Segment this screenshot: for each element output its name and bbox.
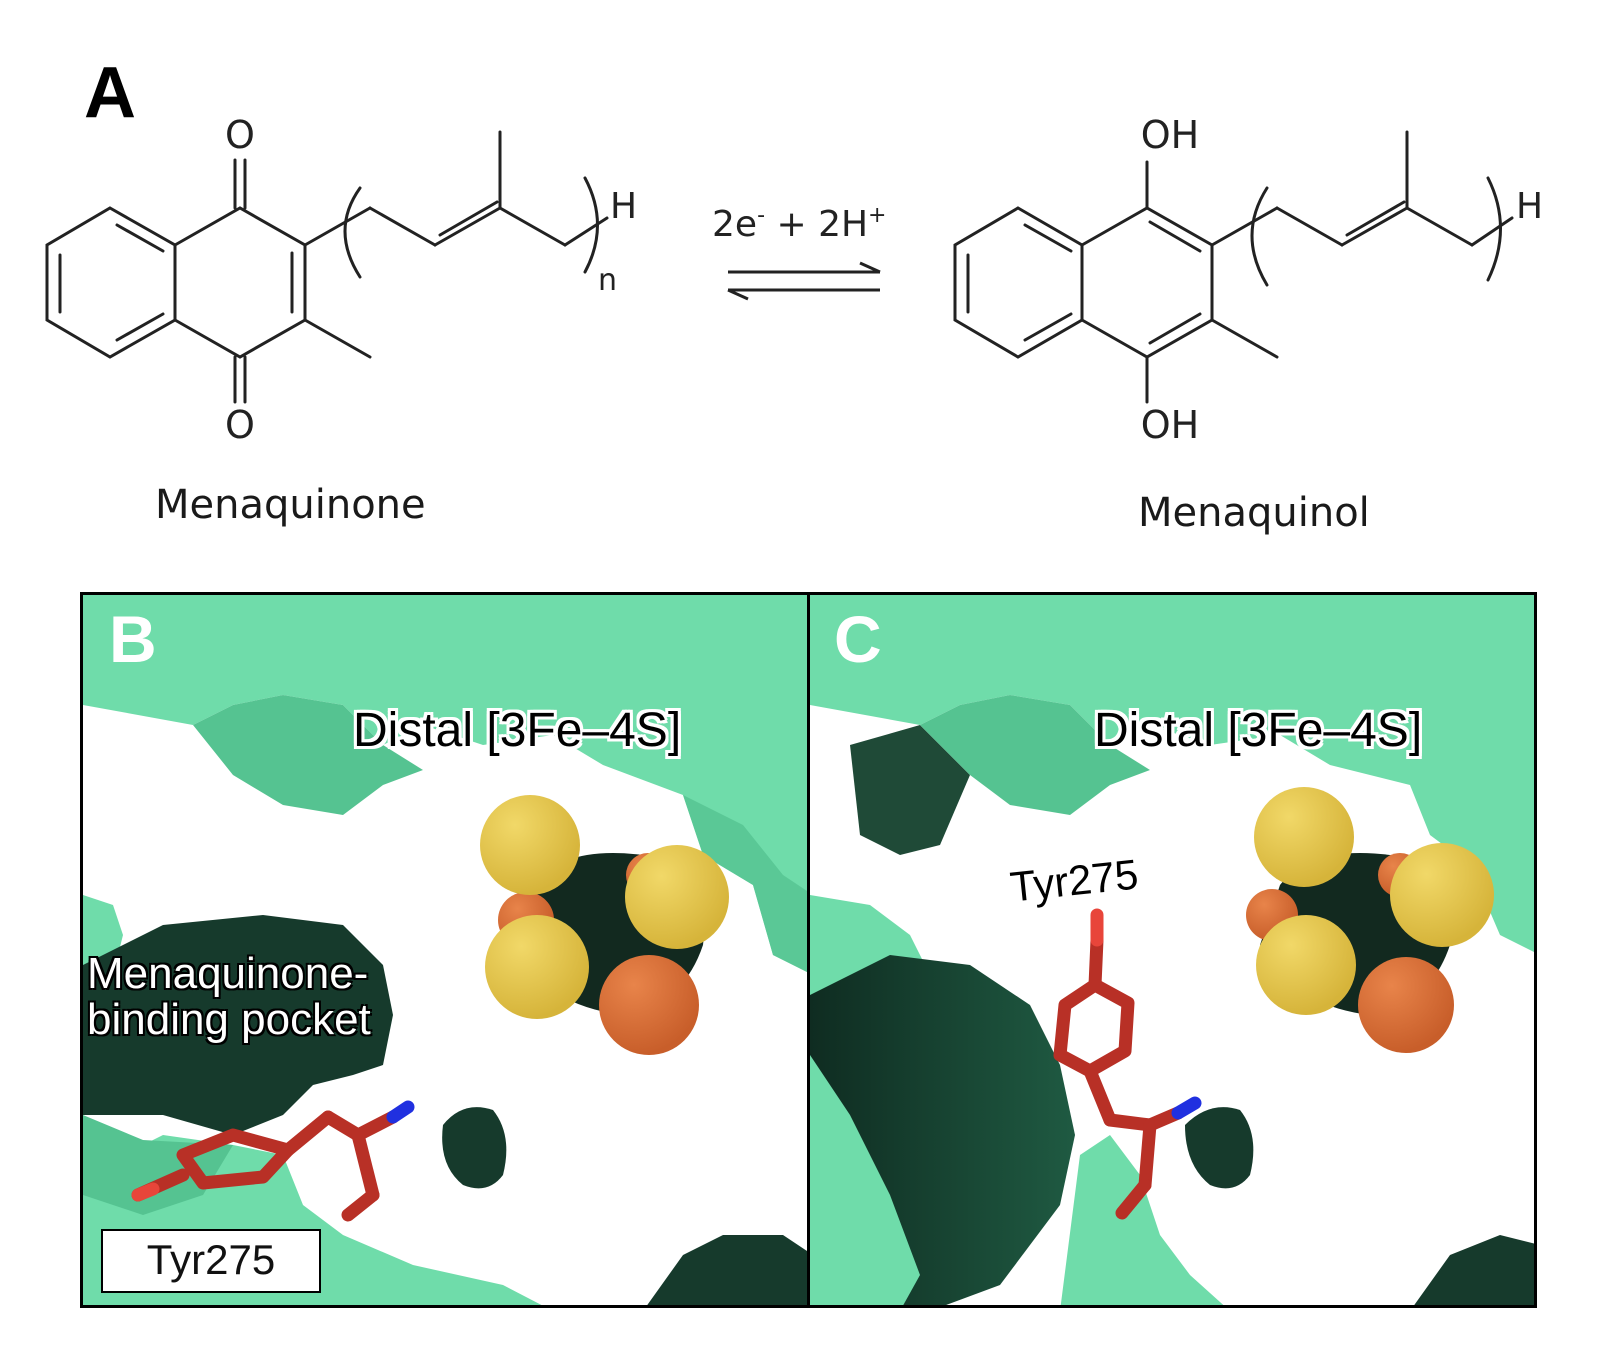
oxygen-stick	[131, 1182, 160, 1202]
menaquinol-name: Menaquinol	[1138, 490, 1370, 536]
tyr275-sticks	[131, 1110, 400, 1222]
menaquinone-repeat-n: n	[598, 263, 617, 298]
menaquinol-chain-h: H	[1516, 186, 1543, 227]
sulfur-atom	[1390, 843, 1494, 947]
panel-a-reaction-scheme: O O H n 2e- + 2H+ OH OH H	[45, 113, 1543, 447]
menaquinone-bottom-oxygen: O	[225, 403, 255, 447]
panel-a-letter: A	[84, 53, 136, 133]
panel-c-surface-render	[810, 595, 1534, 1305]
panel-b-surface-render	[83, 595, 807, 1305]
panel-c-letter: C	[834, 602, 882, 676]
menaquinone-name: Menaquinone	[155, 482, 426, 528]
menaquinol-top-hydroxyl: OH	[1141, 113, 1199, 157]
iron-atom	[1358, 957, 1454, 1053]
sulfur-atom	[485, 915, 589, 1019]
panel-b-pocket-label: Menaquinone- binding pocket	[87, 951, 371, 1043]
pocket-label-line1: Menaquinone-	[87, 949, 369, 998]
menaquinone-top-oxygen: O	[225, 113, 255, 157]
sulfur-atom	[1256, 915, 1356, 1015]
menaquinol-structure	[953, 130, 1514, 404]
iron-atom	[599, 955, 699, 1055]
nitrogen-stick	[1171, 1096, 1202, 1120]
reaction-electrons-protons: 2e- + 2H+	[712, 203, 886, 245]
panel-b-tyr275-label: Tyr275	[101, 1229, 321, 1293]
menaquinone-structure	[45, 130, 609, 404]
sulfur-atom	[1254, 787, 1354, 887]
nitrogen-stick	[386, 1100, 415, 1124]
panel-b-cluster-label: Distal [3Fe–4S]	[353, 704, 682, 757]
sulfur-atom	[625, 845, 729, 949]
panel-c-structure-view: C Distal [3Fe–4S] Tyr275	[807, 592, 1537, 1308]
menaquinone-chain-h: H	[610, 186, 637, 227]
panel-c-cluster-label: Distal [3Fe–4S]	[1094, 704, 1423, 757]
panel-b-letter: B	[109, 602, 157, 676]
equilibrium-arrows	[727, 261, 881, 301]
panel-b-structure-view: B Distal [3Fe–4S] Menaquinone- binding p…	[80, 592, 810, 1308]
sulfur-atom	[480, 795, 580, 895]
pocket-label-line2: binding pocket	[87, 995, 371, 1044]
menaquinol-bottom-hydroxyl: OH	[1141, 403, 1199, 447]
